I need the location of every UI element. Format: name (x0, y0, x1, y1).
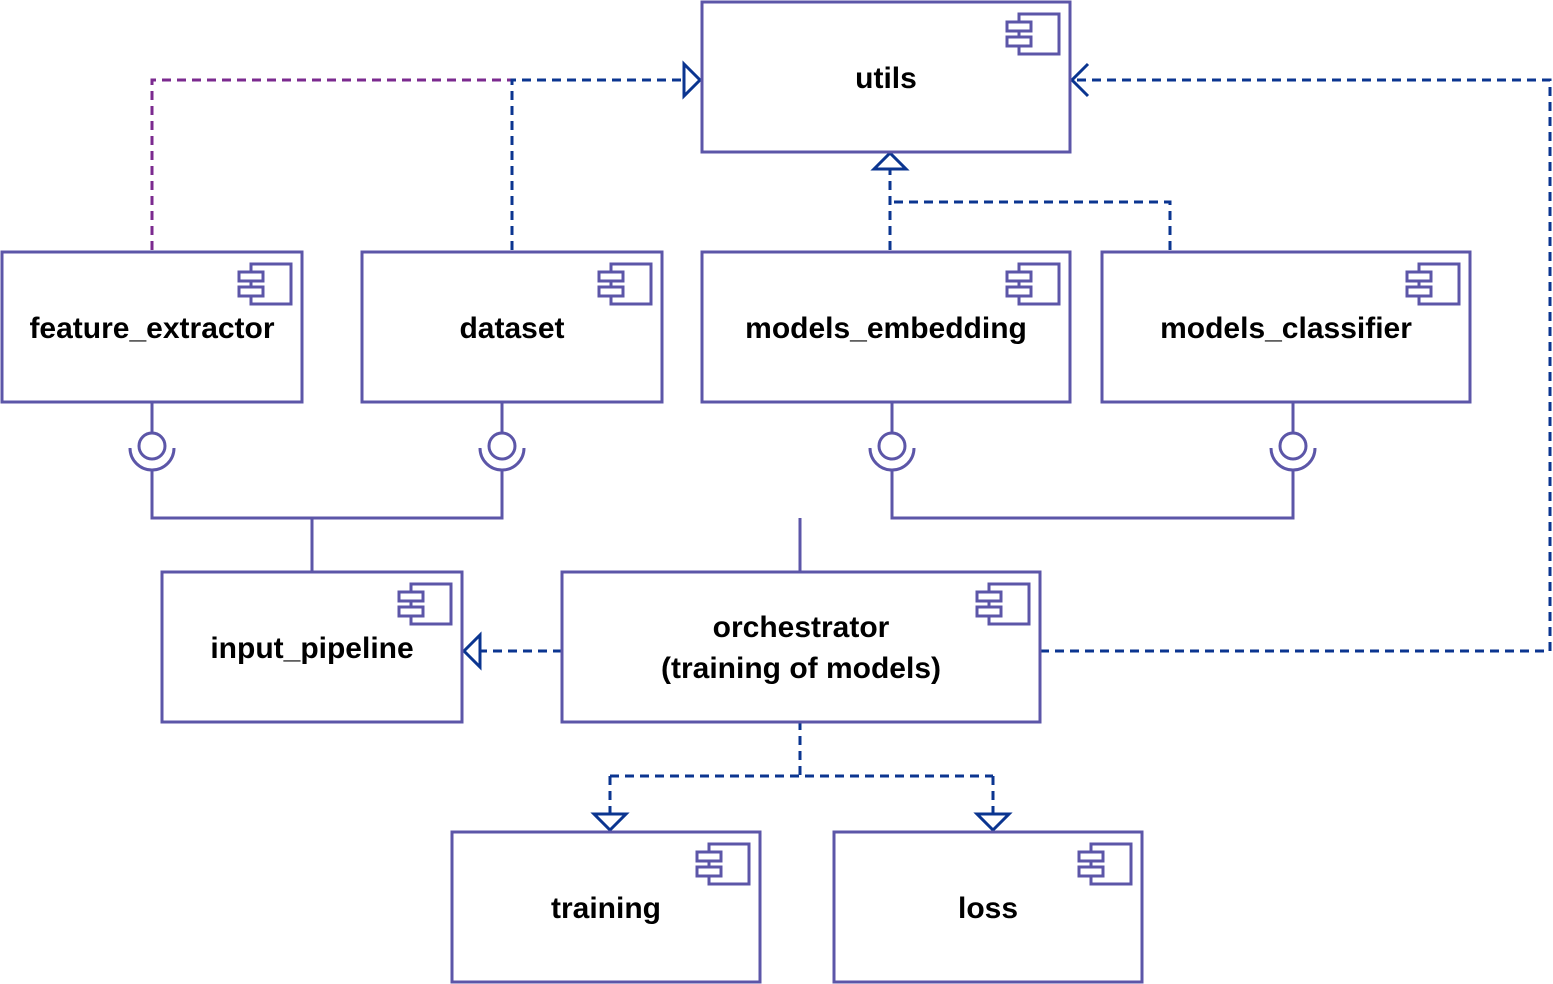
component-label: input_pipeline (210, 632, 413, 665)
component-label: loss (958, 892, 1018, 925)
dependency-models-classifier-to-utils (890, 200, 1172, 250)
component-label: utils (855, 62, 917, 95)
interface-connector-input-pipeline (150, 396, 504, 572)
dependency-orchestrator-to-training-loss (608, 721, 995, 814)
component-label: models_classifier (1160, 312, 1412, 345)
component-dataset[interactable]: dataset (360, 250, 664, 404)
dependency-arrowhead-utils-right (1069, 62, 1090, 98)
dependency-arrowhead-loss (973, 812, 1013, 833)
component-label-line1: orchestrator (713, 611, 890, 644)
component-loss[interactable]: loss (832, 830, 1144, 984)
interface-connector-orchestrator (798, 396, 1295, 572)
dependency-arrowhead-utils-left (682, 60, 703, 100)
interface-models-embedding (868, 431, 916, 472)
interface-models-classifier (1269, 431, 1317, 472)
dependency-orchestrator-to-utils (1040, 78, 1552, 653)
dependency-arrowhead-utils-bottom (870, 150, 910, 171)
component-models-embedding[interactable]: models_embedding (700, 250, 1072, 404)
interface-feature-extractor (128, 431, 176, 472)
component-orchestrator[interactable]: orchestrator (training of models) (560, 570, 1042, 724)
dependency-arrowhead-input-pipeline (461, 631, 482, 671)
component-input-pipeline[interactable]: input_pipeline (160, 570, 464, 724)
component-models-classifier[interactable]: models_classifier (1100, 250, 1472, 404)
component-label: feature_extractor (29, 312, 274, 345)
dependency-arrowhead-training (590, 812, 630, 833)
component-utils[interactable]: utils (700, 0, 1072, 154)
component-label-line2: (training of models) (661, 652, 941, 685)
component-feature-extractor[interactable]: feature_extractor (0, 250, 304, 404)
component-label: training (551, 892, 661, 925)
component-training[interactable]: training (450, 830, 762, 984)
component-label: dataset (459, 312, 564, 345)
dependency-feature-extractor-to-utils (150, 78, 512, 250)
interface-dataset (478, 431, 526, 472)
dependency-dataset-to-utils (510, 78, 684, 250)
component-label: models_embedding (745, 312, 1027, 345)
